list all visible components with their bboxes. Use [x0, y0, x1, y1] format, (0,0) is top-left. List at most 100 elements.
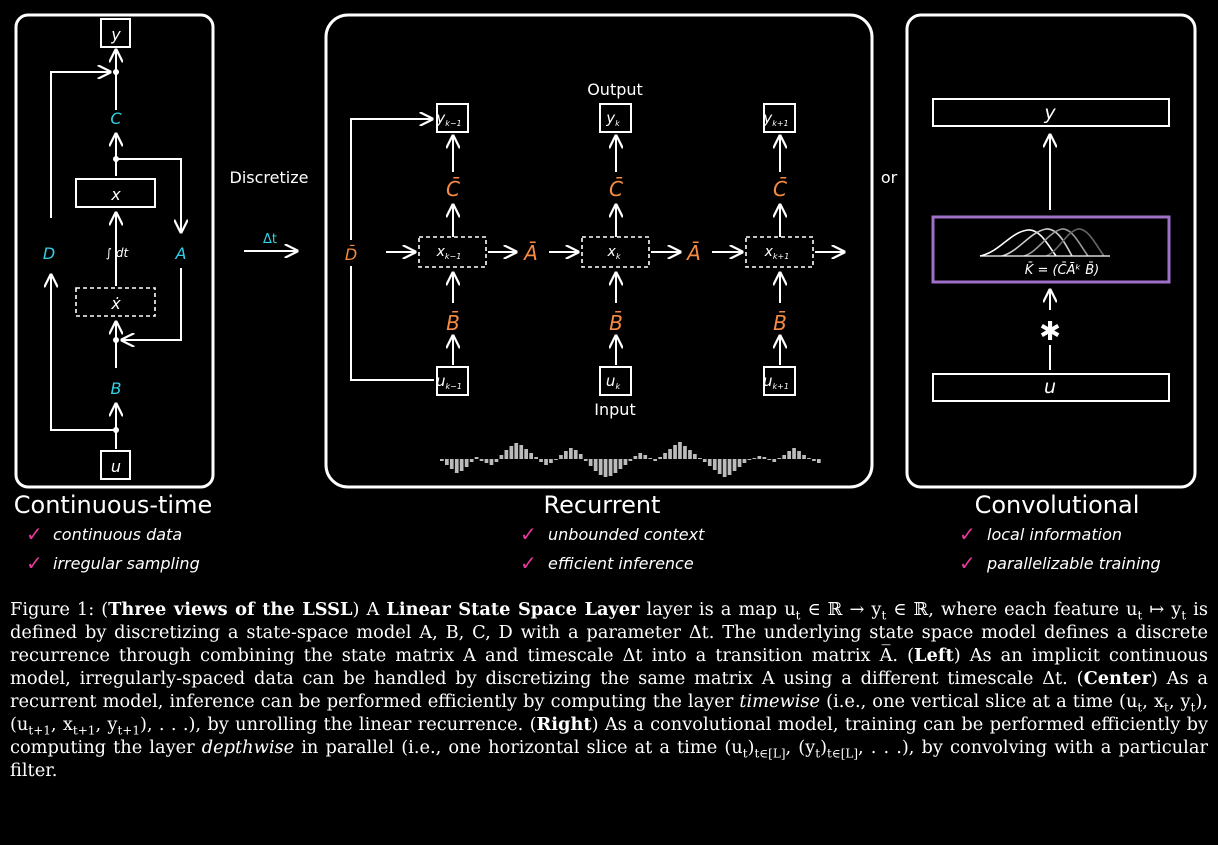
signal-bar	[653, 459, 657, 461]
node-C-bar: C̄	[609, 176, 623, 201]
signal-bar	[474, 457, 479, 459]
conv-y: y	[1043, 102, 1056, 124]
signal-bar	[767, 459, 772, 460]
signal-bar	[777, 458, 782, 459]
caption-segment: t∈[L]	[754, 746, 786, 761]
signal-bar	[702, 459, 707, 462]
signal-bar	[608, 459, 613, 476]
signal-bar	[618, 459, 623, 469]
recurrent-check-2: efficient inference	[548, 554, 694, 573]
signal-bar	[752, 458, 757, 459]
node-B-bar: B̄	[446, 310, 460, 335]
node-x-box	[75, 178, 156, 208]
conv-u: u	[1044, 376, 1056, 398]
caption-segment: ∈ ℝ → y	[800, 599, 882, 620]
input-label: Input	[594, 400, 635, 419]
signal-bar	[469, 459, 474, 462]
signal-bar	[440, 459, 444, 461]
kernel-box	[931, 215, 1171, 284]
signal-bar	[588, 459, 593, 466]
signal-bar	[489, 459, 494, 465]
signal-bar	[787, 451, 791, 459]
signal-bar	[643, 455, 648, 459]
discretize-connector: Discretize Δt	[230, 168, 309, 251]
signal-bar	[668, 449, 672, 459]
node-y: y	[110, 25, 121, 44]
caption-segment: ) As a recurrent model, inference can be…	[10, 668, 1208, 712]
caption-segment: ), (u	[10, 691, 1208, 735]
node-B-bar: B̄	[609, 310, 623, 335]
signal-bar	[693, 454, 697, 459]
caption-segment: ↦ y	[1142, 599, 1182, 620]
caption-segment: timewise	[739, 691, 821, 712]
signal-bar	[722, 459, 727, 477]
continuous-check-2: irregular sampling	[53, 554, 200, 573]
signal-bar	[509, 446, 514, 459]
caption-segment: Left	[914, 645, 954, 666]
continuous-panel-frame	[14, 13, 215, 489]
recurrent-panel-frame	[324, 13, 874, 489]
caption-segment: depthwise	[201, 737, 295, 758]
recurrent-column-3: yk+1 C̄ xk+1 B̄ uk+1	[745, 103, 814, 396]
signal-bar	[603, 459, 608, 477]
caption-segment: ), . . .), by unrolling the linear recur…	[139, 714, 537, 735]
caption-segment: t	[1190, 700, 1196, 715]
node-xdot: ẋ	[110, 294, 121, 313]
signal-bar	[504, 450, 509, 459]
signal-bar	[663, 453, 667, 459]
continuous-check-1: continuous data	[53, 525, 182, 544]
caption-segment: ∈ ℝ, where each feature u	[886, 599, 1138, 620]
signal-bar	[514, 443, 519, 459]
signal-bar	[698, 458, 702, 459]
input-signal-waveform	[440, 442, 821, 477]
output-y: yk	[605, 109, 620, 128]
signal-bar	[628, 459, 633, 461]
signal-bar	[569, 448, 573, 459]
caption-segment: t	[742, 746, 748, 761]
caption-segment: t	[1181, 608, 1187, 623]
node-C-bar: C̄	[773, 176, 787, 201]
integral-dt: ∫ dt	[106, 246, 130, 260]
node-u: u	[111, 457, 121, 476]
caption-segment: ) As an implicit continuous model, irreg…	[10, 645, 1208, 689]
node-C-bar: C̄	[446, 176, 460, 201]
signal-bar	[459, 459, 464, 471]
node-A-bar: Ā	[685, 241, 701, 265]
recurrent-title: Recurrent	[544, 491, 661, 519]
caption-segment: , y	[95, 714, 118, 735]
signal-bar	[673, 445, 677, 459]
caption-segment: t∈[L]	[827, 746, 859, 761]
signal-bar	[712, 459, 717, 470]
check-icon: ✓	[26, 551, 43, 575]
recurrent-column-1: yk−1 C̄ xk−1 B̄ uk−1	[418, 103, 487, 396]
caption-segment: Center	[1083, 668, 1151, 689]
signal-bar	[559, 455, 563, 459]
signal-bar	[613, 459, 618, 473]
state-x: xk	[607, 244, 621, 261]
recurrent-column-2: yk C̄ xk B̄ uk	[581, 103, 650, 396]
continuous-panel: y C x D A ∫ dt ẋ B u Continuous-time ✓ c…	[14, 13, 215, 575]
output-y: yk+1	[762, 109, 788, 128]
caption-segment: t	[815, 746, 821, 761]
signal-bar	[454, 459, 459, 473]
output-y: yk−1	[435, 109, 461, 128]
signal-bar	[717, 459, 722, 474]
caption-segment: t	[881, 608, 887, 623]
signal-bar	[762, 457, 767, 459]
signal-bar	[494, 459, 499, 462]
signal-bar	[499, 455, 504, 459]
kernel-label: K̄ = (C̄Āᵏ B̄)	[1025, 263, 1099, 278]
caption-segment: Three views of the LSSL	[108, 599, 353, 620]
signal-bar	[807, 458, 811, 459]
discretize-label: Discretize	[230, 168, 309, 187]
signal-bar	[772, 459, 777, 462]
conv-y-box	[932, 98, 1170, 127]
caption-segment: layer is a map u	[639, 599, 796, 620]
caption-segment: , . . .), by convolving with a particula…	[10, 737, 1208, 781]
signal-bar	[539, 459, 543, 462]
node-xdot-box	[75, 287, 156, 317]
caption-segment: , x	[1142, 691, 1164, 712]
caption-segment: ) A	[352, 599, 387, 620]
caption-segment: )	[747, 737, 755, 758]
caption-segment: Figure 1: (	[10, 599, 109, 620]
